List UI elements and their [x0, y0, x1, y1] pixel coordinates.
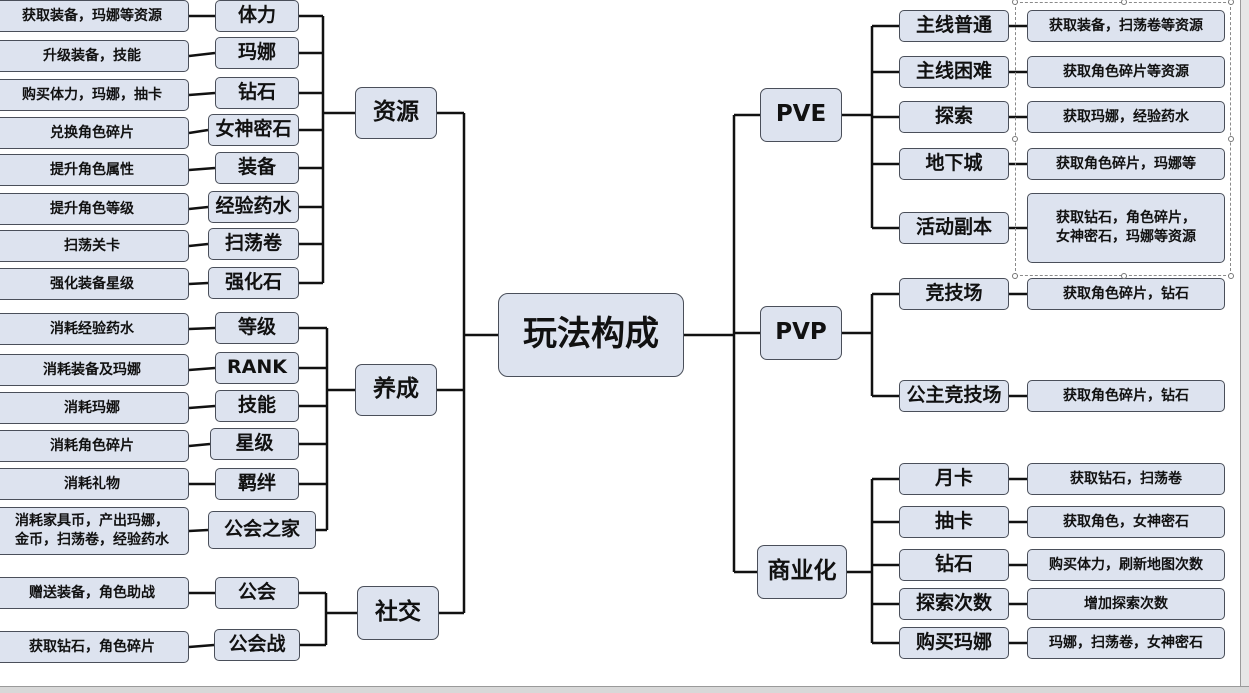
description-note[interactable]: 玛娜，扫荡卷，女神密石 — [1027, 627, 1225, 659]
description-note[interactable]: 消耗家具币，产出玛娜， 金币，扫荡卷，经验药水 — [0, 507, 189, 555]
topic-node[interactable]: 购买玛娜 — [899, 627, 1009, 659]
topic-node[interactable]: RANK — [215, 352, 299, 384]
topic-node[interactable]: 羁绊 — [215, 468, 299, 500]
description-note[interactable]: 消耗礼物 — [0, 468, 189, 500]
description-note[interactable]: 增加探索次数 — [1027, 588, 1225, 620]
description-note[interactable]: 获取角色碎片等资源 — [1027, 56, 1225, 88]
branch-1-node[interactable]: 资源 — [355, 87, 437, 139]
description-note[interactable]: 提升角色等级 — [0, 193, 189, 225]
resize-handle[interactable] — [1121, 273, 1127, 279]
connector-line — [188, 281, 209, 286]
branch-2-node[interactable]: 养成 — [355, 364, 437, 416]
topic-node[interactable]: 经验药水 — [208, 191, 299, 223]
resize-handle[interactable] — [1121, 0, 1127, 5]
description-note[interactable]: 获取钻石，扫荡卷 — [1027, 463, 1225, 495]
topic-node[interactable]: 强化石 — [208, 267, 299, 299]
description-note[interactable]: 升级装备，技能 — [0, 40, 189, 72]
description-note[interactable]: 赠送装备，角色助战 — [0, 577, 189, 609]
topic-node[interactable]: 竞技场 — [899, 278, 1009, 310]
branch-3-node[interactable]: 社交 — [357, 586, 439, 640]
resize-handle[interactable] — [1228, 136, 1234, 142]
resize-handle[interactable] — [1228, 273, 1234, 279]
description-note[interactable]: 获取钻石，角色碎片， 女神密石，玛娜等资源 — [1027, 193, 1225, 263]
connector-line — [188, 51, 216, 58]
connector-line — [188, 442, 211, 448]
root-node[interactable]: 玩法构成 — [498, 293, 684, 377]
topic-node[interactable]: 抽卡 — [899, 506, 1009, 538]
connector-line — [188, 326, 216, 331]
topic-node[interactable]: 玛娜 — [215, 37, 299, 69]
description-note[interactable]: 购买体力，刷新地图次数 — [1027, 549, 1225, 581]
description-note[interactable]: 提升角色属性 — [0, 154, 189, 186]
description-note[interactable]: 消耗玛娜 — [0, 392, 189, 424]
selection-frame — [1015, 2, 1231, 276]
description-note[interactable]: 获取钻石，角色碎片 — [0, 631, 189, 663]
description-note[interactable]: 获取角色碎片，玛娜等 — [1027, 148, 1225, 180]
window-right-edge — [1240, 0, 1249, 687]
topic-node[interactable]: 地下城 — [899, 148, 1009, 180]
branch-4-node[interactable]: PVE — [760, 88, 842, 142]
topic-node[interactable]: 探索 — [899, 101, 1009, 133]
branch-5-node[interactable]: PVP — [760, 306, 842, 360]
topic-node[interactable]: 主线普通 — [899, 10, 1009, 42]
topic-node[interactable]: 技能 — [215, 390, 299, 422]
topic-node[interactable]: 扫荡卷 — [208, 228, 299, 260]
topic-node[interactable]: 主线困难 — [899, 56, 1009, 88]
topic-node[interactable]: 钻石 — [899, 549, 1009, 581]
topic-node[interactable]: 月卡 — [899, 463, 1009, 495]
branch-6-node[interactable]: 商业化 — [757, 545, 847, 599]
topic-node[interactable]: 公主竞技场 — [899, 380, 1009, 412]
description-note[interactable]: 强化装备星级 — [0, 268, 189, 300]
connector-line — [188, 366, 216, 372]
description-note[interactable]: 获取角色碎片，钻石 — [1027, 380, 1225, 412]
resize-handle[interactable] — [1012, 273, 1018, 279]
topic-node[interactable]: 钻石 — [215, 77, 299, 109]
connector-line — [188, 205, 209, 211]
description-note[interactable]: 获取角色碎片，钻石 — [1027, 278, 1225, 310]
resize-handle[interactable] — [1228, 0, 1234, 5]
resize-handle[interactable] — [1012, 0, 1018, 5]
connector-line — [188, 528, 209, 533]
description-note[interactable]: 消耗装备及玛娜 — [0, 354, 189, 386]
description-note[interactable]: 扫荡关卡 — [0, 230, 189, 262]
description-note[interactable]: 兑换角色碎片 — [0, 117, 189, 149]
topic-node[interactable]: 装备 — [215, 152, 299, 184]
topic-node[interactable]: 活动副本 — [899, 212, 1009, 244]
description-note[interactable]: 获取装备，玛娜等资源 — [0, 0, 189, 32]
connector-line — [188, 242, 209, 248]
topic-node[interactable]: 探索次数 — [899, 588, 1009, 620]
topic-node[interactable]: 体力 — [215, 0, 299, 32]
connector-line — [188, 91, 216, 97]
description-note[interactable]: 消耗经验药水 — [0, 313, 189, 345]
connector-line — [188, 404, 216, 410]
topic-node[interactable]: 公会之家 — [208, 511, 316, 549]
description-note[interactable]: 购买体力，玛娜，抽卡 — [0, 79, 189, 111]
connector-line — [188, 128, 209, 135]
topic-node[interactable]: 星级 — [210, 428, 299, 460]
description-note[interactable]: 获取装备，扫荡卷等资源 — [1027, 10, 1225, 42]
description-note[interactable]: 消耗角色碎片 — [0, 430, 189, 462]
topic-node[interactable]: 等级 — [215, 312, 299, 344]
resize-handle[interactable] — [1012, 136, 1018, 142]
window-bottom-edge — [0, 686, 1249, 693]
connector-line — [188, 166, 216, 172]
connector-line — [188, 643, 215, 649]
topic-node[interactable]: 公会 — [215, 577, 299, 609]
description-note[interactable]: 获取角色，女神密石 — [1027, 506, 1225, 538]
topic-node[interactable]: 公会战 — [214, 629, 300, 661]
topic-node[interactable]: 女神密石 — [208, 114, 299, 146]
description-note[interactable]: 获取玛娜，经验药水 — [1027, 101, 1225, 133]
